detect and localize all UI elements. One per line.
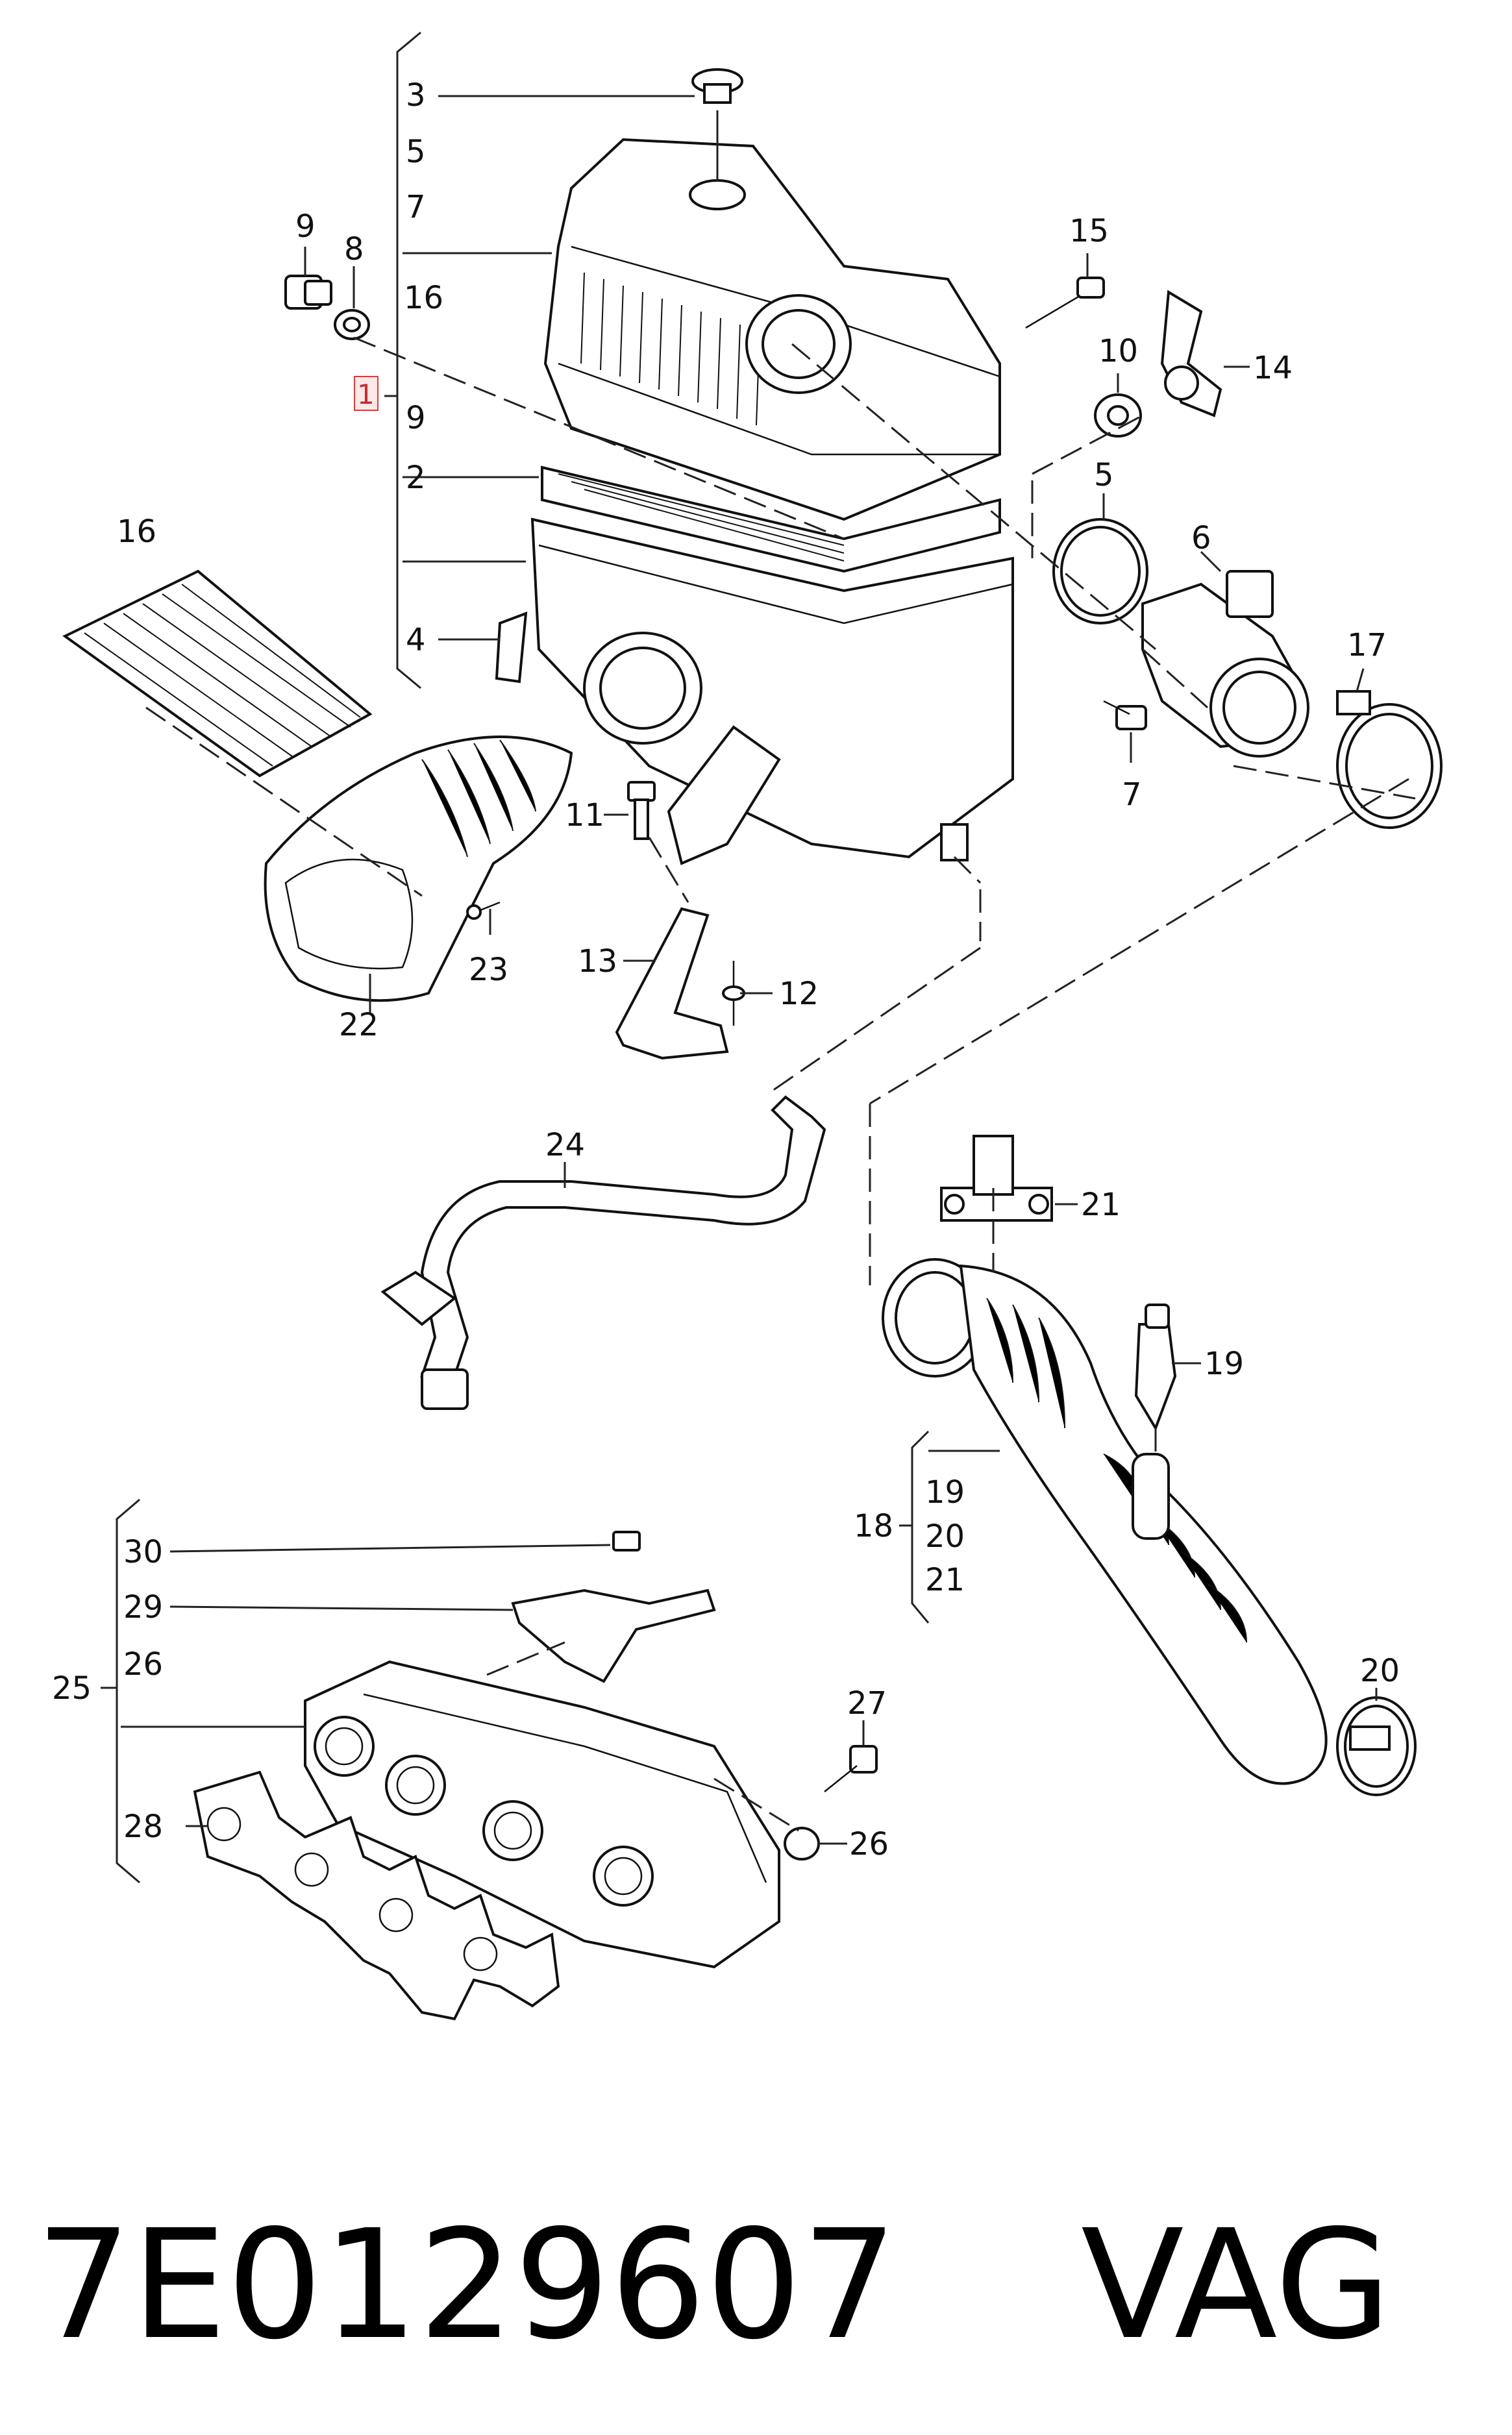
label-7-right: 7 [1122,776,1142,813]
label-16-top: 16 [404,280,443,316]
breather-hose-24 [380,1095,826,1410]
label-9-brace: 9 [406,400,426,436]
label-18: 18 [854,1508,893,1544]
label-23: 23 [469,952,508,988]
label-22: 22 [339,1007,378,1043]
screw-9-left [284,275,332,310]
brand-name: VAG [1081,2197,1391,2373]
label-6: 6 [1191,520,1211,556]
bracket-13 [615,907,729,1060]
label-20-clamp: 20 [1360,1653,1400,1689]
label-4: 4 [406,622,426,658]
o-ring-5 [1052,518,1148,624]
part-number: 7E0129607 [36,2197,897,2373]
label-8: 8 [344,231,364,267]
hose-clamp-20 [1336,1696,1417,1796]
bracket-4 [495,612,528,684]
label-25: 25 [52,1670,92,1707]
label-5-right: 5 [1094,457,1114,493]
label-10: 10 [1098,333,1138,369]
label-11: 11 [565,797,604,834]
label-27: 27 [847,1685,887,1722]
flange-21 [940,1135,1053,1222]
filter-insert-16 [62,569,373,778]
label-3: 3 [406,77,426,114]
label-5-top: 5 [406,134,426,170]
bolt-11 [627,781,656,840]
label-19-sensor: 19 [1204,1346,1244,1382]
hose-clamp-17 [1336,690,1443,829]
label-17: 17 [1347,627,1387,663]
label-20-brace: 20 [925,1518,965,1555]
label-1: 1 [357,378,375,410]
label-7-top: 7 [406,189,426,225]
intake-manifold-25 [304,1531,878,1969]
charge-air-hose-18 [882,1258,1328,1785]
label-2: 2 [406,460,426,496]
label-21-flange: 21 [1081,1187,1121,1223]
clip-23 [466,901,501,920]
label-29: 29 [123,1589,163,1625]
air-filter-housing-group [530,68,1014,861]
part-labels: 3 5 7 16 9 2 4 9 8 1 15 14 10 5 6 17 7 1… [52,77,1400,1862]
grommet-10 [1094,393,1142,438]
rivet-15 [1025,277,1105,329]
label-16-left: 16 [117,513,156,550]
label-30: 30 [123,1534,163,1570]
gasket-28 [193,1770,560,2021]
mass-air-flow-sensor-6 [1141,570,1309,758]
screw-7-right [1103,700,1147,730]
label-26-washer: 26 [849,1826,889,1862]
washer-8 [334,309,370,340]
label-13: 13 [578,943,617,980]
label-28: 28 [123,1809,163,1845]
highlight-box-item-1 [354,376,378,411]
label-9-screw: 9 [295,208,316,245]
label-21-brace: 21 [925,1562,965,1598]
label-26-brace: 26 [123,1646,163,1683]
intake-duct-22 [264,735,573,1002]
bracket-body [667,725,781,865]
leader-lines [101,31,1416,1884]
sensor-14 [1160,290,1222,417]
label-19-brace: 19 [925,1474,965,1511]
label-15: 15 [1069,213,1109,249]
label-24: 24 [545,1127,585,1163]
label-12: 12 [779,976,819,1012]
label-14: 14 [1253,350,1293,386]
